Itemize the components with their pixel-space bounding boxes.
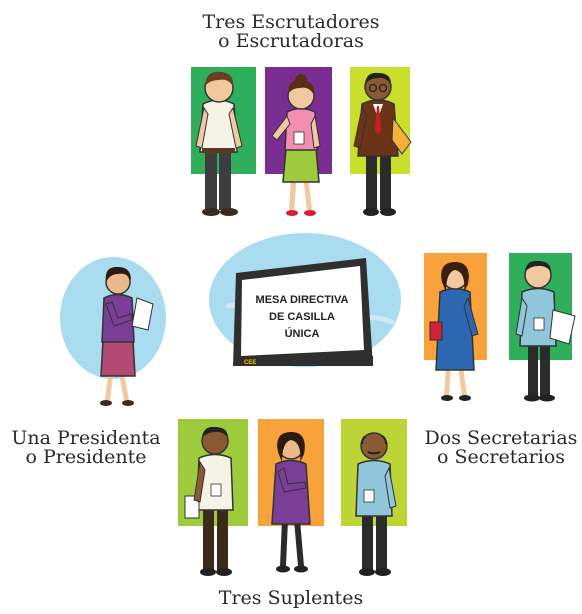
- secretarios-label: Dos Secretarias o Secretarios: [412, 429, 582, 467]
- escrutador-1-figure: [195, 71, 243, 216]
- escrutador-3-figure: [353, 72, 412, 216]
- board-line2: DE CASILLA: [269, 311, 335, 323]
- escrutador-2-figure: [271, 74, 321, 216]
- suplentes-label: Tres Suplentes: [176, 589, 406, 608]
- suplente-2-figure: [271, 432, 311, 573]
- presidente-label: Una Presidenta o Presidente: [2, 429, 170, 467]
- board-line3: ÚNICA: [285, 327, 320, 340]
- presidente-label-line1: Una Presidenta: [11, 427, 161, 449]
- presidente-label-line2: o Presidente: [25, 446, 147, 468]
- secretaria-1-figure: [429, 262, 479, 401]
- secretario-2-figure: [515, 260, 576, 402]
- suplentes-label-line1: Tres Suplentes: [218, 587, 364, 609]
- suplente-3-figure: [355, 432, 397, 576]
- escrutadores-label-line1: Tres Escrutadores: [202, 11, 380, 33]
- board-logo: CEE: [244, 360, 256, 366]
- suplente-1-figure: [184, 426, 234, 576]
- mesa-directiva-board: CEE MESA DIRECTIVA DE CASILLA ÚNICA: [233, 258, 373, 366]
- secretarios-label-line1: Dos Secretarias: [424, 427, 578, 449]
- escrutadores-label-line2: o Escrutadoras: [218, 30, 364, 52]
- presidente-figure: [100, 266, 154, 406]
- board-line1: MESA DIRECTIVA: [256, 294, 349, 306]
- secretarios-label-line2: o Secretarios: [436, 446, 566, 468]
- escrutadores-label: Tres Escrutadores o Escrutadoras: [176, 13, 406, 51]
